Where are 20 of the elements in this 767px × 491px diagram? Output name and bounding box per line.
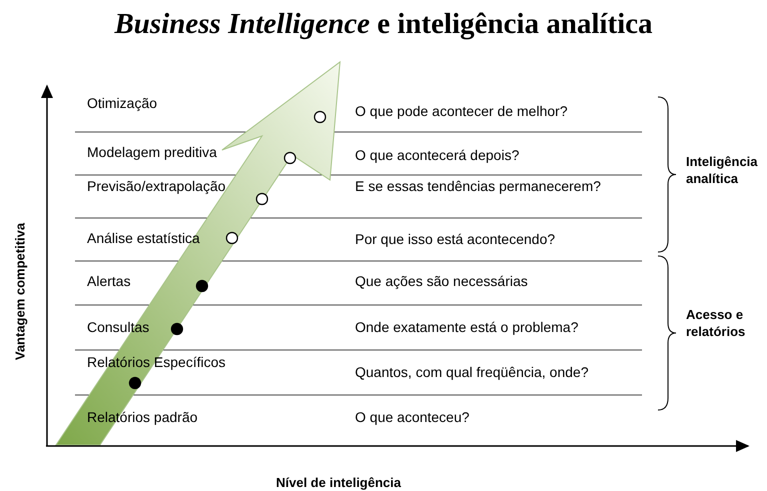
group-label: Acesso e relatórios: [686, 306, 746, 340]
row-label: Previsão/extrapolação: [87, 178, 226, 195]
row-label: Modelagem preditiva: [87, 144, 217, 161]
row-label: Relatórios padrão: [87, 409, 198, 426]
axis-label: Nível de inteligência: [276, 474, 401, 491]
row-description: Quantos, com qual freqüência, onde?: [355, 364, 590, 381]
row-label: Consultas: [87, 319, 150, 336]
row-description: E se essas tendências permanecerem?: [355, 178, 602, 195]
row-label: Otimização: [87, 95, 158, 112]
row-description: O que pode acontecer de melhor?: [355, 103, 568, 120]
row-description: Por que isso está acontecendo?: [355, 231, 556, 248]
group-label: Inteligência analítica: [686, 153, 759, 187]
row-description: Onde exatamente está o problema?: [355, 319, 580, 336]
row-description: Que ações são necessárias: [355, 273, 529, 290]
row-description: O que acontecerá depois?: [355, 147, 520, 164]
chart-title: Business Intelligence e inteligência analítica: [113, 7, 654, 42]
row-label: Análise estatística: [87, 230, 200, 247]
row-label: Alertas: [87, 273, 131, 290]
axis-label: Vantagem competitiva: [12, 222, 28, 362]
row-description: O que aconteceu?: [355, 409, 470, 426]
